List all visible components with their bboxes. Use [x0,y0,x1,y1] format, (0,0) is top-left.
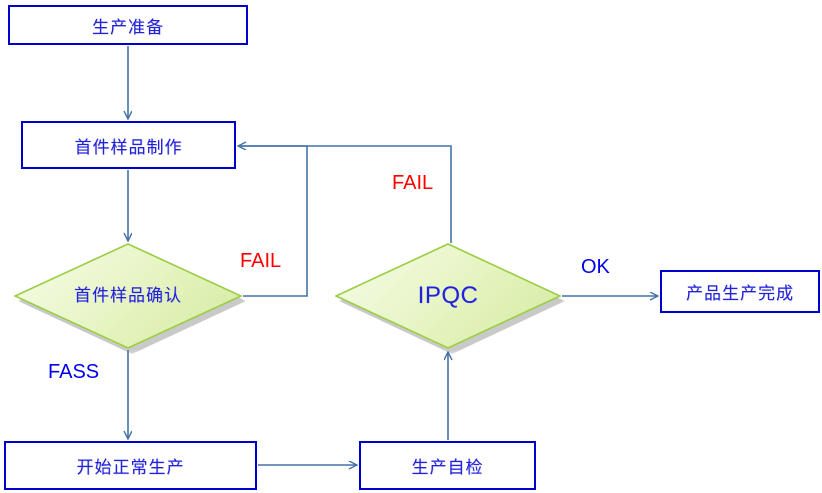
node-production-complete[interactable]: 产品生产完成 [660,270,820,313]
node-first-article-confirmation[interactable]: 首件样品确认 [14,243,246,354]
edge-label-firstcheck-fail: FAIL [240,250,282,272]
node-label: 产品生产完成 [686,284,794,304]
diamond-text-wrap: IPQC [335,243,561,349]
node-label: 开始正常生产 [76,458,185,478]
node-label: 生产自检 [411,458,484,478]
edge-ipqc-fail [238,145,452,243]
edge-label-ipqc-fail: FAIL [392,172,434,194]
node-ipqc[interactable]: IPQC [335,243,565,354]
node-production-self-inspection[interactable]: 生产自检 [359,441,536,490]
node-label: 生产准备 [92,17,164,38]
node-label: 首件样品确认 [74,286,182,306]
node-production-preparation[interactable]: 生产准备 [8,5,248,45]
edge-label-ipqc-ok: OK [581,256,610,278]
edge-firstcheck-fail [238,146,308,297]
diamond-text-wrap: 首件样品确认 [14,243,242,349]
node-first-article-sample-making[interactable]: 首件样品制作 [21,121,236,169]
edge-label-firstcheck-pass: FASS [48,361,100,383]
node-start-normal-production[interactable]: 开始正常生产 [4,441,257,490]
node-label: 首件样品制作 [74,137,183,158]
node-label: IPQC [417,282,479,309]
